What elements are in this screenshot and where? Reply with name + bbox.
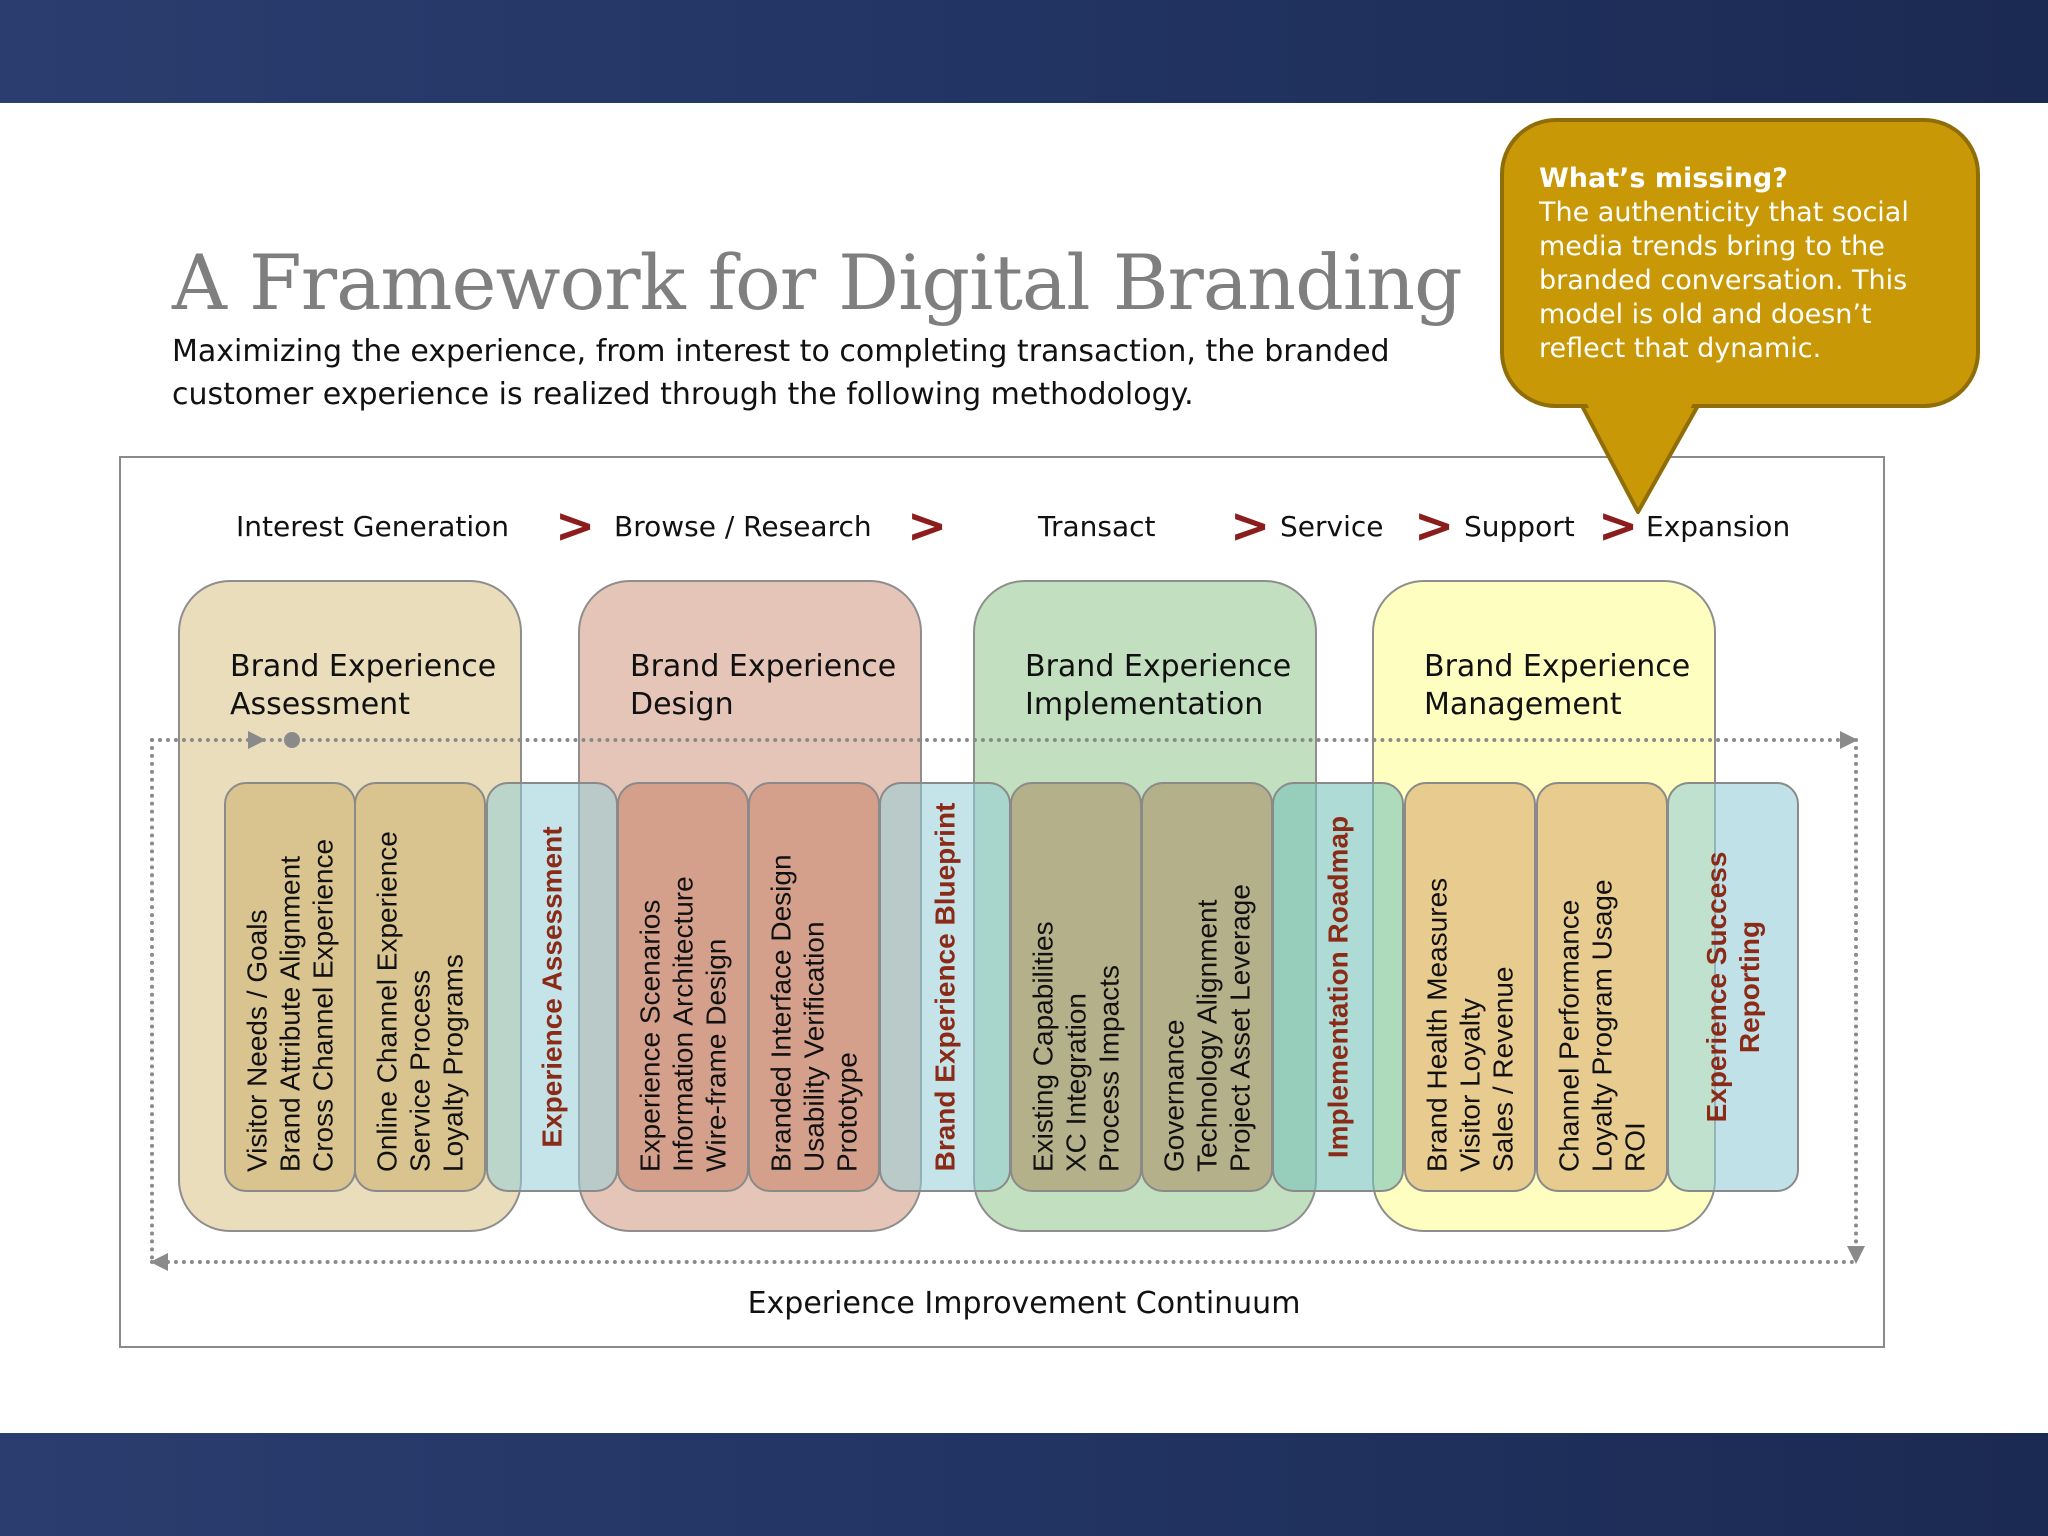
chevron-right-icon: > [907, 498, 948, 554]
arrow-head-icon [1840, 731, 1858, 749]
continuum-left-line [150, 738, 154, 1260]
continuum-bottom-line [150, 1260, 1856, 1264]
callout-text: What’s missing? The authenticity that so… [1539, 162, 1959, 366]
deliverable-brand-experience-blueprint: Brand Experience Blueprint [879, 782, 1011, 1192]
page-title: A Framework for Digital Branding [172, 238, 1463, 327]
stage-browse-research: Browse / Research [614, 510, 872, 543]
chevron-right-icon: > [555, 498, 596, 554]
deliverable-implementation-roadmap: Implementation Roadmap [1272, 782, 1404, 1192]
deliverable-experience-assessment: Experience Assessment [486, 782, 618, 1192]
continuum-top-line [150, 738, 1850, 742]
continuum-right-line [1854, 738, 1858, 1260]
group-title: Brand Experience Design [630, 649, 897, 722]
header-band [0, 0, 2048, 103]
callout-heading: What’s missing? [1539, 163, 1788, 194]
group-title: Brand Experience Implementation [1025, 649, 1292, 722]
stage-support: Support [1464, 510, 1575, 543]
arrow-head-icon [1847, 1246, 1865, 1264]
stage-service: Service [1280, 510, 1384, 543]
chevron-right-icon: > [1598, 498, 1639, 554]
footer-band [0, 1433, 2048, 1536]
group-title: Brand Experience Management [1424, 649, 1691, 722]
stage-expansion: Expansion [1646, 510, 1791, 543]
page-subtitle: Maximizing the experience, from interest… [172, 334, 1390, 412]
diagram-frame [119, 456, 1885, 1348]
start-dot-icon [284, 732, 300, 748]
chevron-right-icon: > [1230, 498, 1271, 554]
callout-body-text: The authenticity that social media trend… [1539, 197, 1909, 364]
arrow-head-icon [248, 731, 266, 749]
arrow-head-icon [150, 1253, 168, 1271]
continuum-label: Experience Improvement Continuum [747, 1286, 1301, 1321]
stage-transact: Transact [1038, 510, 1156, 543]
chevron-right-icon: > [1414, 498, 1455, 554]
callout-bubble [1500, 118, 1980, 408]
stage-interest-generation: Interest Generation [236, 510, 509, 543]
group-title: Brand Experience Assessment [230, 649, 497, 722]
